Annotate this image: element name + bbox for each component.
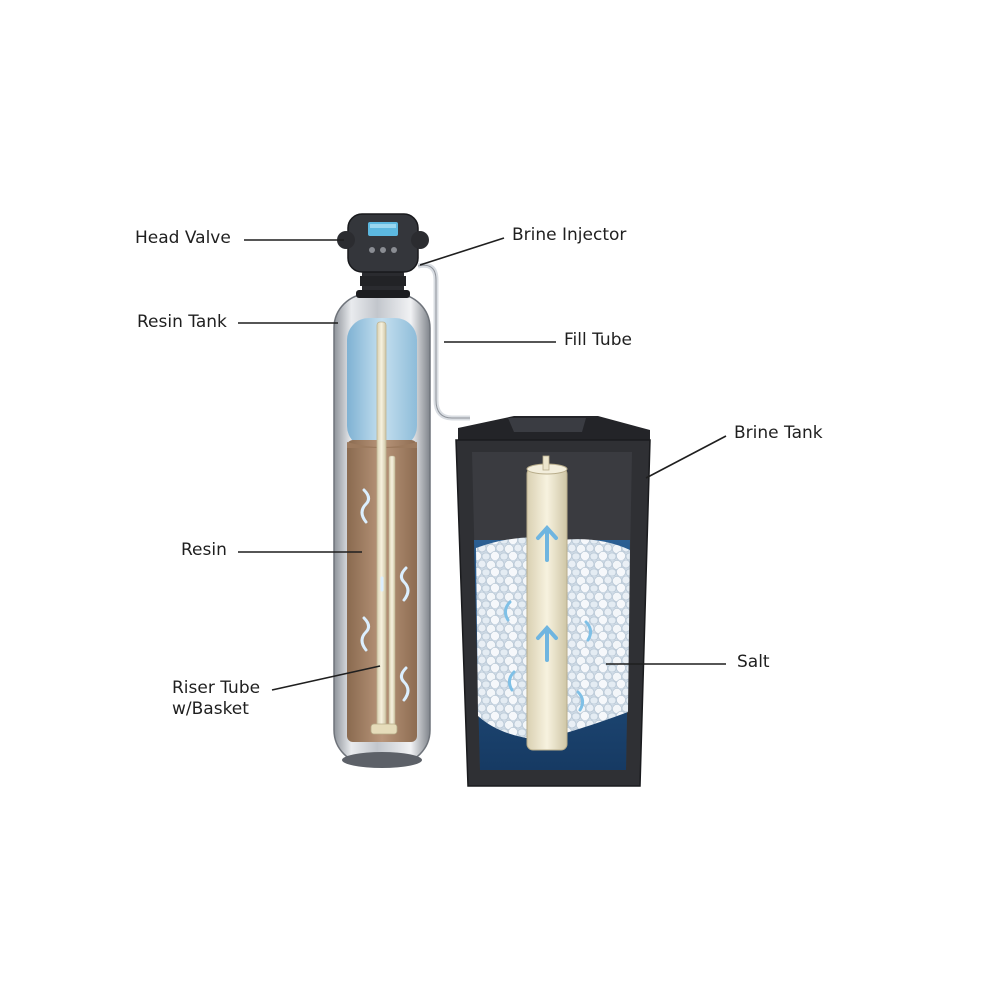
brine-well [526, 455, 568, 751]
label-riser-tube-line1: Riser Tube [172, 678, 261, 698]
label-fill-tube: Fill Tube [564, 330, 632, 350]
valve-button [369, 247, 375, 253]
label-brine-injector: Brine Injector [512, 225, 627, 245]
brine-flow-arrows [536, 525, 558, 662]
label-head-valve: Head Valve [135, 228, 231, 248]
resin-tank-base [342, 752, 422, 768]
label-salt: Salt [737, 652, 770, 672]
label-brine-tank: Brine Tank [734, 423, 823, 443]
leader-riser-tube [271, 665, 381, 691]
head-valve [337, 213, 429, 298]
label-resin-tank: Resin Tank [137, 312, 227, 332]
label-resin: Resin [181, 540, 227, 560]
valve-button [391, 247, 397, 253]
resin-flow-arrows [360, 488, 410, 702]
riser-basket [370, 723, 398, 735]
riser-tube [370, 321, 398, 735]
leader-brine-tank [645, 435, 727, 479]
leader-lines [238, 237, 727, 691]
valve-button [380, 247, 386, 253]
label-riser-tube: Riser Tube w/Basket [172, 678, 260, 720]
label-riser-tube-line2: w/Basket [172, 699, 249, 719]
leader-brine-injector [419, 237, 505, 266]
